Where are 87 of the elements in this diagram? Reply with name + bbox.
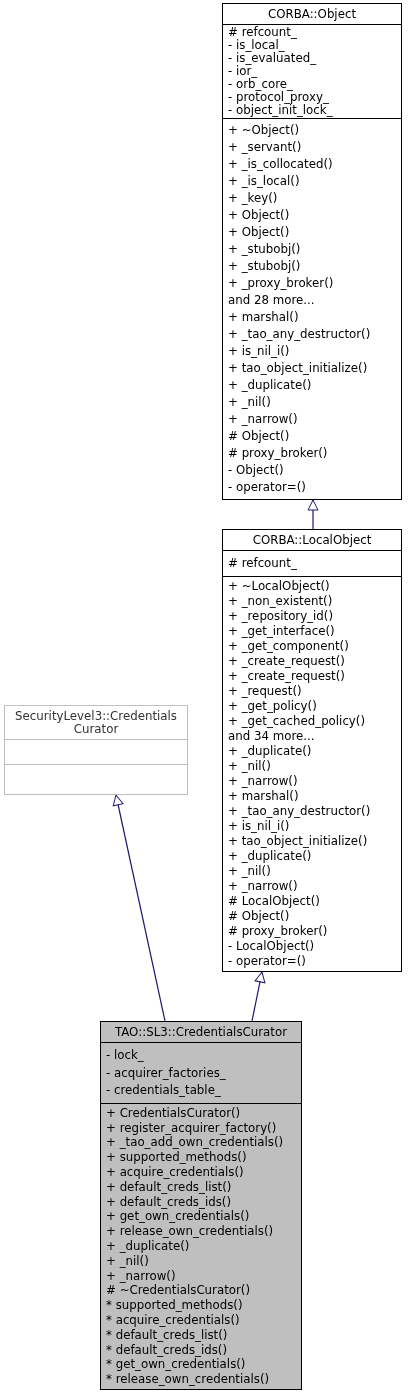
member-text: - object_init_lock_ (228, 104, 334, 117)
member-text: + ~LocalObject() (228, 580, 331, 593)
member-text: + is_nil_i() (228, 345, 291, 358)
member-text: + _tao_add_own_credentials() (106, 1136, 285, 1150)
member-text: # proxy_broker() (228, 925, 329, 938)
member-text: + _non_existent() (228, 595, 334, 608)
member-text: + _nil() (228, 865, 272, 878)
member-text: + _duplicate() (228, 850, 313, 863)
member-text: + register_acquirer_factory() (106, 1121, 278, 1135)
member-text: + _narrow() (228, 775, 299, 788)
member-text: + tao_object_initialize() (228, 835, 369, 848)
member-text: # proxy_broker() (228, 447, 329, 460)
member-text: + default_creds_list() (106, 1180, 233, 1194)
member-text: - operator=() (228, 955, 307, 968)
member-text: + _stubobj() (228, 260, 302, 273)
member-text: + Object() (228, 209, 291, 222)
member-text: - LocalObject() (228, 940, 316, 953)
member-text: * supported_methods() (106, 1299, 244, 1313)
class-name: SecurityLevel3::Credentials Curator (14, 708, 178, 738)
member-text: + _stubobj() (228, 243, 302, 256)
member-text: - is_evaluated_ (228, 52, 318, 65)
member-text: + _is_local() (228, 175, 301, 188)
member-text: + _tao_any_destructor() (228, 805, 372, 818)
member-text: * default_creds_ids() (106, 1343, 229, 1357)
member-text: * default_creds_list() (106, 1328, 229, 1342)
member-text: - Object() (228, 464, 285, 477)
member-text: + _duplicate() (228, 379, 313, 392)
member-compartment (223, 24, 401, 118)
member-text: - credentials_table_ (106, 1084, 222, 1098)
member-text: + acquire_credentials() (106, 1166, 245, 1179)
member-text: # Object() (228, 910, 291, 923)
class-name: CORBA::Object (266, 6, 357, 23)
member-text: + get_own_credentials() (106, 1210, 251, 1224)
member-text: + marshal() (228, 790, 300, 803)
member-text: + _is_collocated() (228, 158, 334, 171)
member-text: * get_own_credentials() (106, 1358, 247, 1372)
member-text: + is_nil_i() (228, 820, 291, 833)
member-text: - is_local_ (228, 39, 285, 52)
member-text: + _nil() (228, 396, 272, 409)
member-text: + default_creds_ids() (106, 1195, 233, 1209)
member-text: - ior_ (228, 65, 258, 78)
member-text: + _request() (228, 685, 303, 698)
member-text: + tao_object_initialize() (228, 362, 369, 375)
member-text: + ~Object() (228, 124, 301, 137)
member-text: + _nil() (228, 760, 272, 773)
member-text: # refcount_ (228, 26, 298, 39)
member-text: - operator=() (228, 481, 307, 494)
class-box (100, 1021, 302, 1390)
member-text: + _create_request() (228, 670, 346, 683)
member-text: + Object() (228, 226, 291, 239)
class-name: TAO::SL3::CredentialsCurator (113, 1024, 288, 1041)
member-text: + _proxy_broker() (228, 277, 335, 290)
member-text: + _get_policy() (228, 700, 318, 713)
member-text: # LocalObject() (228, 895, 321, 908)
member-text: + release_own_credentials() (106, 1225, 275, 1239)
member-text: - acquirer_factories_ (106, 1066, 227, 1080)
member-text: + _narrow() (228, 413, 299, 426)
member-text: + _nil() (106, 1254, 150, 1268)
member-text: + _duplicate() (228, 745, 313, 758)
member-text: + _servant() (228, 141, 303, 154)
member-text: + _create_request() (228, 655, 346, 668)
member-text: + _repository_id() (228, 610, 335, 623)
member-text: + _tao_any_destructor() (228, 328, 372, 341)
member-text: - orb_core_ (228, 78, 293, 91)
member-text: and 28 more... (228, 294, 316, 307)
member-text: + marshal() (228, 311, 300, 324)
member-text: + _get_cached_policy() (228, 715, 367, 728)
member-text: # ~CredentialsCurator() (106, 1284, 252, 1298)
member-compartment (101, 1103, 301, 1389)
class-box (4, 705, 188, 795)
member-text: + CredentialsCurator() (106, 1106, 242, 1120)
member-text: + _get_component() (228, 640, 350, 653)
member-text: + _key() (228, 192, 279, 205)
member-text: - protocol_proxy_ (228, 91, 329, 104)
member-text: # refcount_ (228, 557, 298, 570)
member-text: + supported_methods() (106, 1151, 248, 1165)
member-text: * acquire_credentials() (106, 1313, 241, 1327)
member-text: + _narrow() (228, 880, 299, 893)
member-text: + _narrow() (106, 1269, 177, 1283)
member-text: + _duplicate() (106, 1239, 191, 1253)
member-text: + _get_interface() (228, 625, 336, 638)
class-name: CORBA::LocalObject (251, 532, 373, 549)
member-text: # Object() (228, 430, 291, 443)
member-text: - lock_ (106, 1048, 145, 1062)
member-text: * release_own_credentials() (106, 1373, 271, 1387)
class-box (222, 3, 402, 500)
member-text: and 34 more... (228, 730, 316, 743)
